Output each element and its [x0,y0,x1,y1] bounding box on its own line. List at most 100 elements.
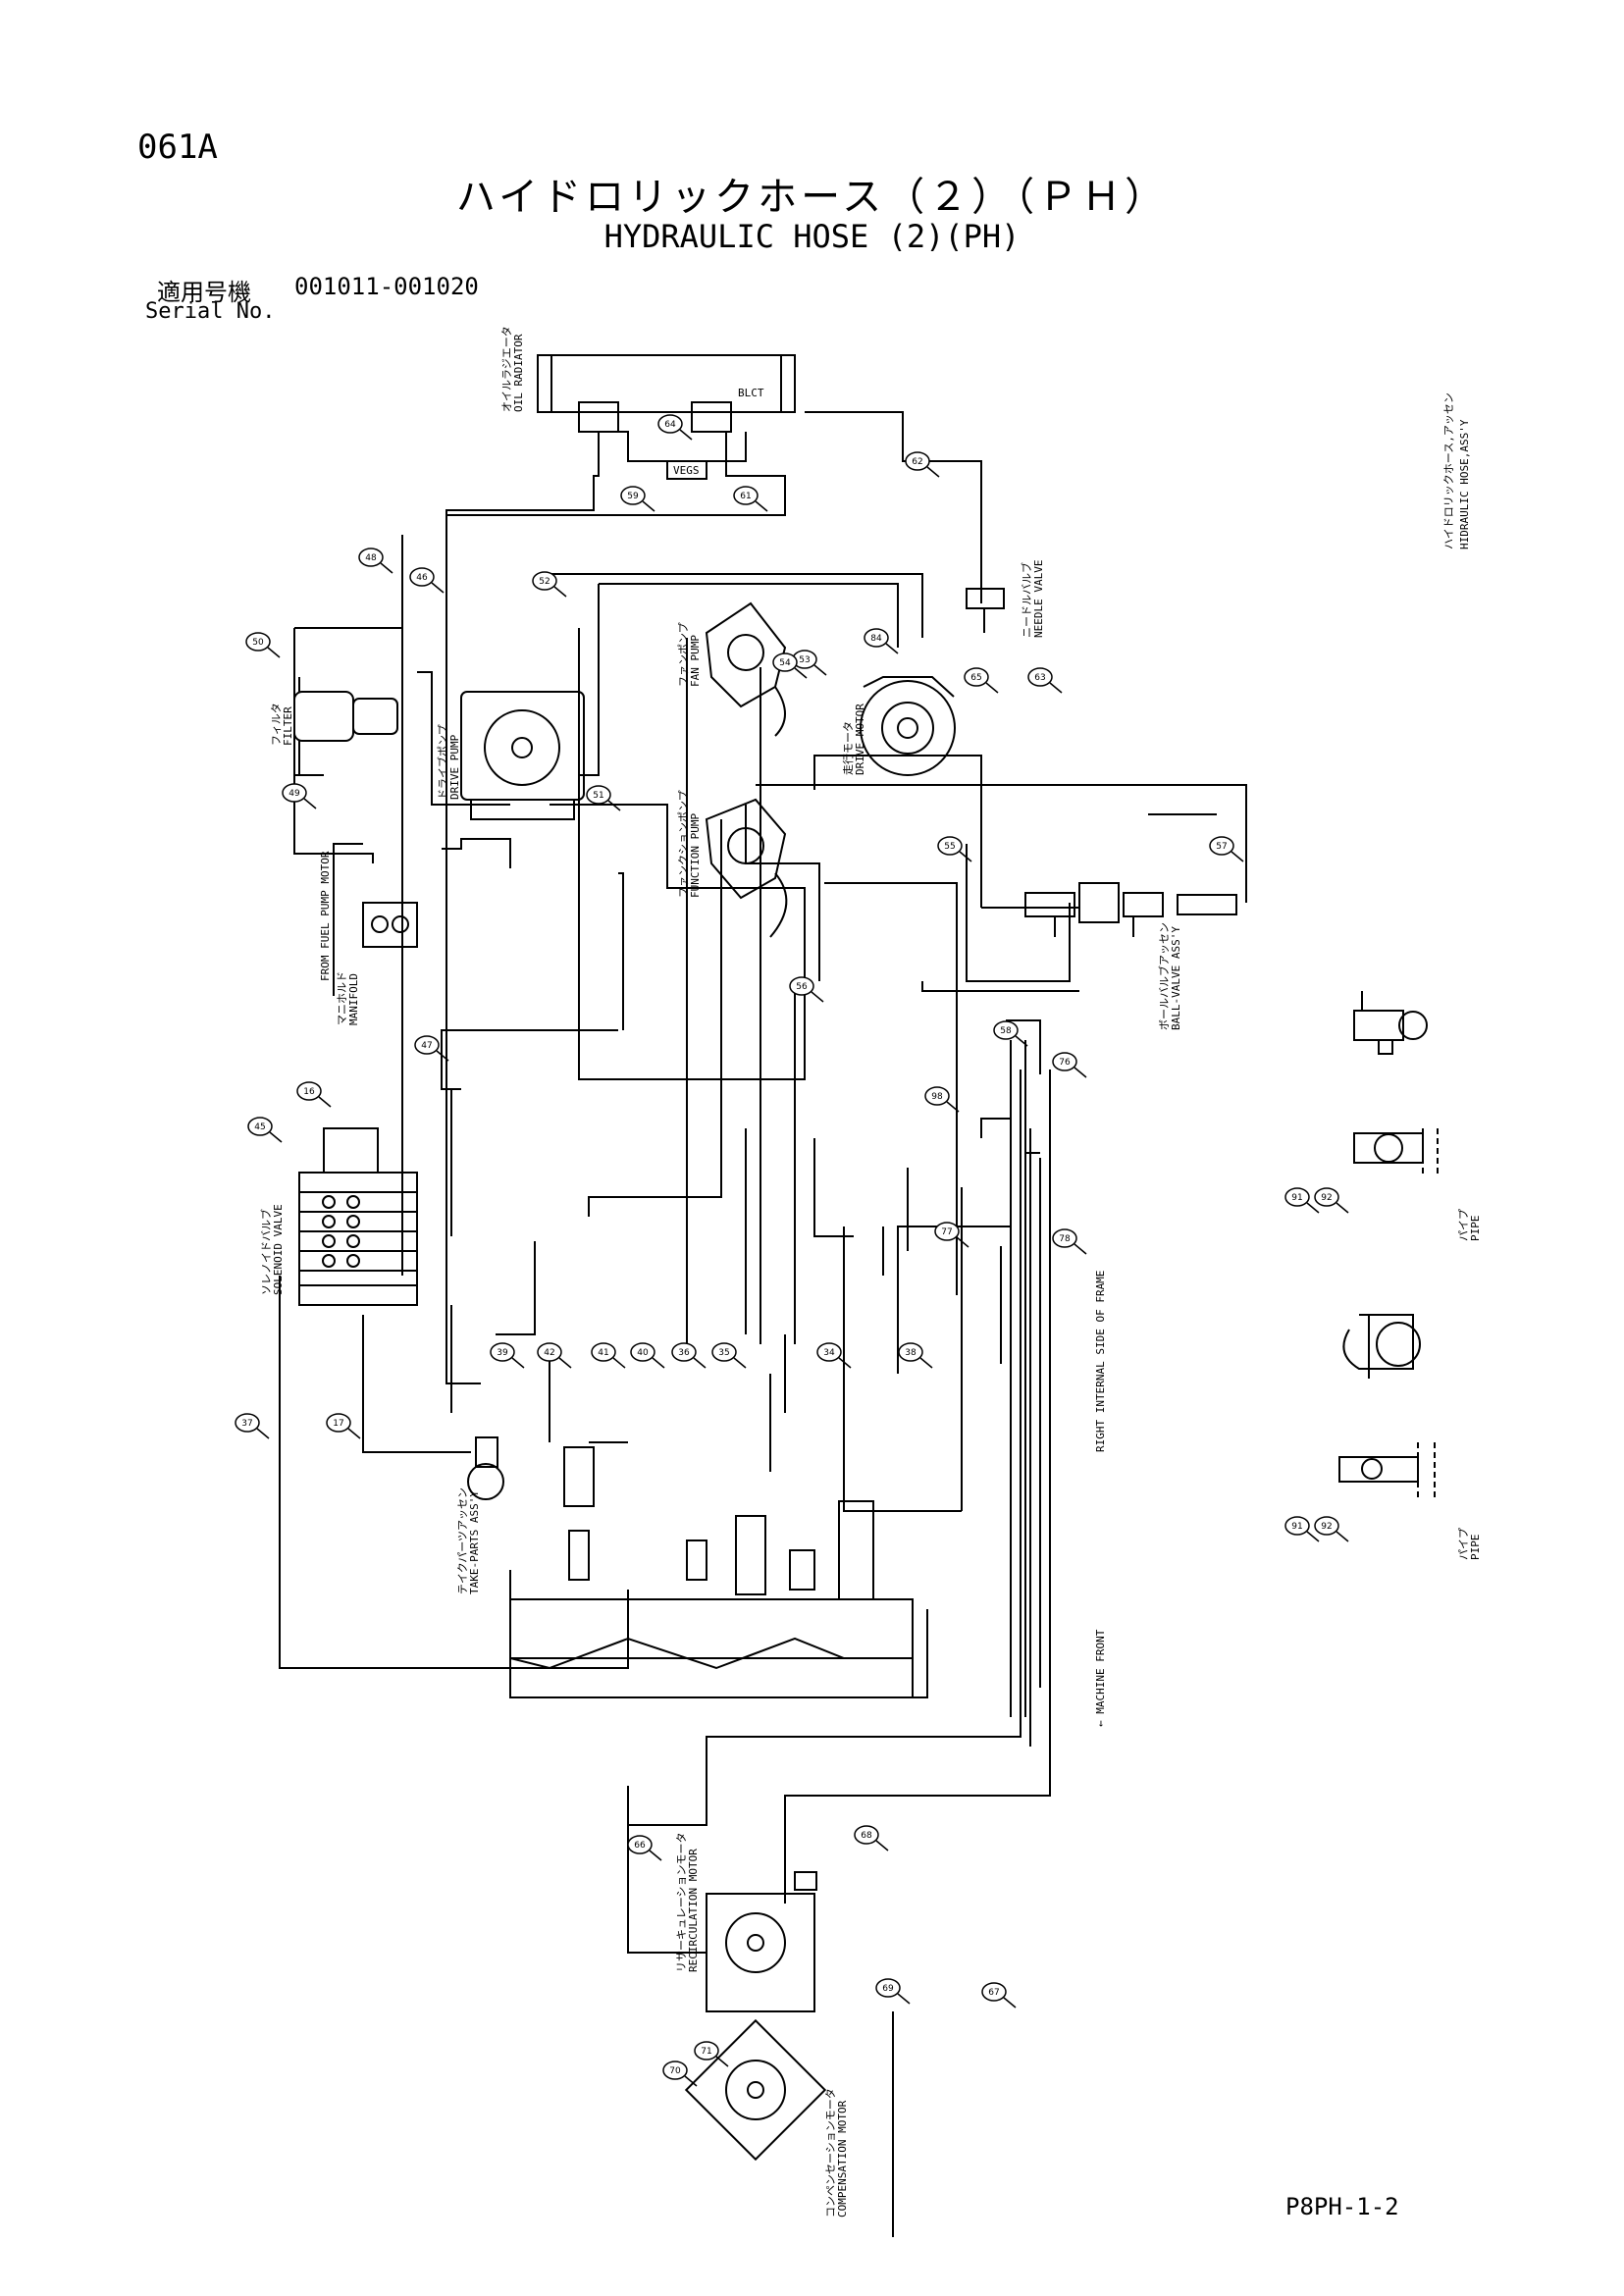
callout-bubble [905,451,930,471]
callout-leader [1074,1067,1087,1078]
callout-number: 48 [365,553,377,563]
callout-bubble [694,2041,719,2061]
bolt-label: BLCT [738,387,764,399]
serial-label-japanese: 適用号機 [157,279,251,306]
callout-number: 62 [912,457,922,467]
callout-leader [684,2075,698,2087]
callout-c68: 68 [854,1825,889,1852]
callout-leader [715,2056,729,2067]
callout-c77: 77 [934,1222,969,1248]
callout-bubble [854,1825,879,1845]
callout-c48: 48 [358,548,393,574]
callout-leader [558,1357,572,1369]
callout-c54: 54 [772,652,808,679]
callout-c58: 58 [993,1020,1028,1047]
callout-leader [652,1357,665,1369]
callout-leader [755,500,768,512]
manifold: マニホルド MANIFOLD FROM FUEL PUMP MOTOR [319,851,418,1025]
callout-bubble [934,1222,960,1241]
fan-pump-label: FAN PUMP [689,635,702,687]
callout-number: 42 [544,1348,554,1358]
callout-bubble [620,486,646,505]
recirculation-motor-label-jp: リサーキュレーションモータ [675,1832,688,1972]
callout-leader [946,1101,960,1113]
callout-number: 37 [241,1419,252,1429]
manifold-label-jp: マニホルド [336,971,348,1025]
callout-number: 64 [664,420,676,430]
callout-leader [256,1428,270,1439]
solenoid-valve: ソレノイドバルブ SOLENOID VALVE [259,1127,418,1306]
fan-pump-label-jp: ファンポンプ [677,622,690,687]
callout-number: 84 [870,634,882,644]
callout-c17: 17 [326,1413,361,1439]
callout-number: 76 [1059,1058,1071,1068]
callout-number: 52 [539,577,550,587]
take-parts-label: TAKE-PARTS ASS'Y [468,1490,481,1594]
callout-leader [885,643,899,654]
callout-bubble [937,836,963,856]
callout-leader [693,1357,707,1369]
callout-c62: 62 [905,451,940,478]
compensation-motor [684,2018,827,2162]
callout-c47: 47 [414,1035,449,1062]
callout-number: 59 [627,492,639,501]
callout-leader [919,1357,933,1369]
pipe-1-label: PIPE [1469,1216,1482,1242]
callout-number: 68 [861,1831,872,1841]
detail-figure-4: パイプ PIPE [1338,1442,1482,1560]
callout-c92a: 92 [1314,1187,1349,1214]
callout-c65: 65 [964,667,999,694]
callout-c34: 34 [816,1342,852,1369]
callout-c92b: 92 [1314,1516,1349,1542]
callout-number: 45 [254,1122,265,1132]
callout-number: 16 [303,1087,315,1097]
function-pump-label-jp: ファンクションポンプ [677,790,690,898]
callout-leader [794,667,808,679]
callout-leader [1049,682,1063,694]
callout-number: 55 [944,842,955,852]
callout-number: 51 [593,791,603,801]
callout-leader [897,1993,911,2005]
frame-pipes: RIGHT INTERNAL SIDE OF FRAME ← MACHINE F… [1010,1040,1107,1747]
callout-bubble [591,1342,616,1362]
pipe-2-label-jp: パイプ [1457,1528,1470,1560]
right-internal-label: RIGHT INTERNAL SIDE OF FRAME [1094,1271,1107,1452]
callout-number: 78 [1059,1234,1071,1244]
callout-leader [679,429,693,441]
callout-c98: 98 [924,1086,960,1113]
solenoid-valve-label-jp: ソレノイドバルブ [259,1209,273,1295]
callout-number: 71 [701,2047,711,2057]
callout-leader [875,1840,889,1852]
callout-c78: 78 [1052,1228,1087,1255]
callout-leader [838,1357,852,1369]
callout-c91a: 91 [1284,1187,1320,1214]
pipe-1-label-jp: パイプ [1457,1209,1470,1241]
callout-bubble [1052,1052,1077,1071]
callout-bubble [816,1342,842,1362]
oil-radiator-label-jp: オイルラジエータ [500,326,513,412]
compensation-motor-label-jp: コンペンセーションモータ [824,2088,837,2218]
callout-number: 67 [988,1988,999,1998]
callout-bubble [993,1020,1019,1040]
callout-bubble [296,1081,322,1101]
oil-radiator: VEGS BLCT オイルラジエータ OIL RADIATOR [500,326,796,480]
filter-label-jp: フィルタ [270,703,283,746]
callout-bubble [1284,1187,1310,1207]
plate [666,460,707,480]
ball-valve: ボールバルブアッセン BALL-VALVE ASS'Y [1024,882,1237,1030]
needle-valve-label: NEEDLE VALVE [1032,560,1045,638]
callout-bubble [657,414,683,434]
detail-figure-1 [1353,991,1428,1055]
callout-number: 66 [634,1841,646,1851]
from-pump-motor-label: FROM FUEL PUMP MOTOR [319,851,332,981]
callout-c71: 71 [694,2041,729,2067]
callout-bubble [789,976,814,996]
callout-bubble [711,1342,737,1362]
callout-c42: 42 [537,1342,572,1369]
callout-c38: 38 [898,1342,933,1369]
drive-pump-label: DRIVE PUMP [448,734,461,800]
callout-c57: 57 [1209,836,1244,862]
callout-number: 70 [669,2066,681,2076]
function-pump-label: FUNCTION PUMP [689,813,702,898]
